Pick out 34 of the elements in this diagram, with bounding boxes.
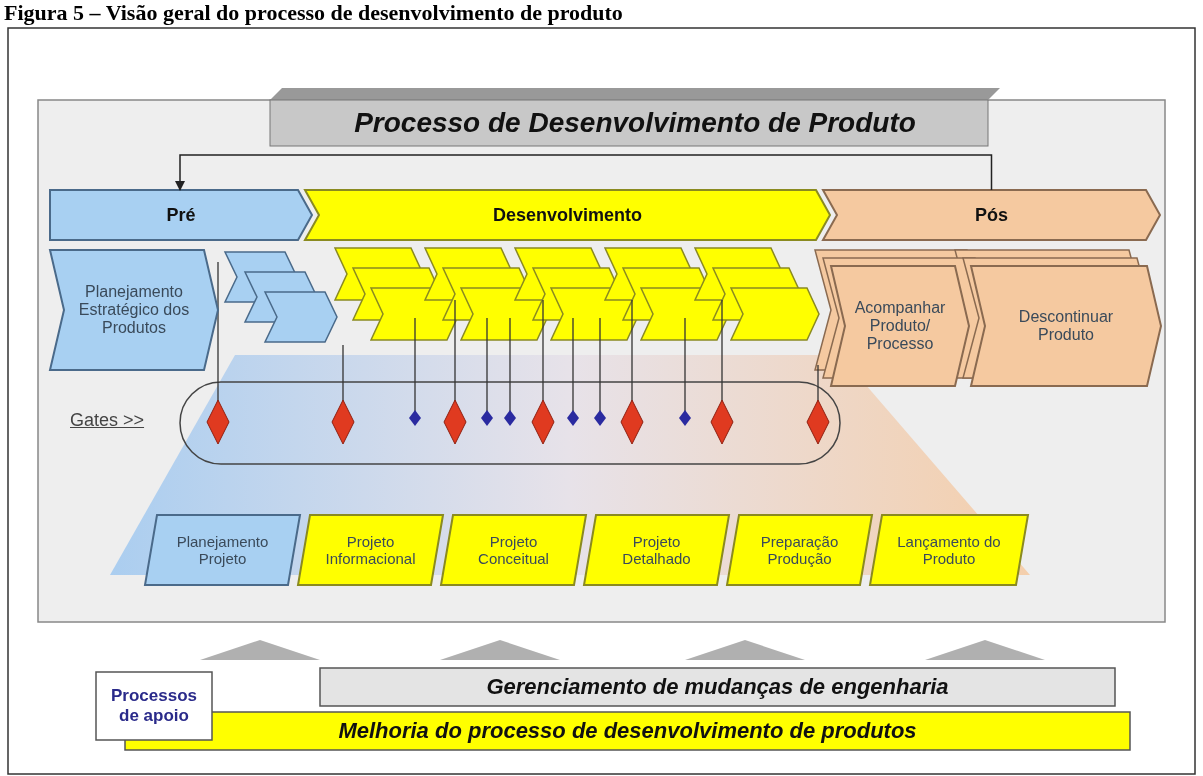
process-bar <box>320 668 1115 706</box>
stage-box <box>305 190 830 240</box>
support-box <box>96 672 212 740</box>
feedback-arrow <box>175 154 993 191</box>
stage-box <box>298 515 443 585</box>
phase-label: Pós <box>974 204 1009 226</box>
stage-box <box>870 515 1028 585</box>
stage-label: Projeto Conceitual <box>477 533 550 567</box>
gates-label: Gates >> <box>70 410 145 431</box>
stage-label: Acompanhar Produto/ Processo <box>853 299 947 353</box>
process-label: Melhoria do processo de desenvolvimento de produtos <box>337 718 918 744</box>
figure-title: Figura 5 – Visão geral do processo de desenvolvimento de produto <box>4 0 623 26</box>
process-label: Gerenciamento de mudanças de engenharia <box>485 674 950 700</box>
diagram-heading: Processo de Desenvolvimento de Produto <box>354 106 916 139</box>
stage-label: Lançamento do Produto <box>896 533 1002 567</box>
stage-label: Descontinuar Produto <box>1017 308 1115 344</box>
stage-box <box>831 266 969 386</box>
stage-box <box>50 250 218 370</box>
stage-box <box>727 515 872 585</box>
stage-box <box>441 515 586 585</box>
phase-label: Desenvolvimento <box>491 204 643 226</box>
title-banner <box>270 88 1000 146</box>
phase-label: Pré <box>165 204 197 226</box>
stage-box <box>145 515 300 585</box>
stage-label: Planejamento Projeto <box>175 533 270 567</box>
support-label: Processos de apoio <box>110 686 198 726</box>
stage-label: Planejamento Estratégico dos Produtos <box>77 283 191 337</box>
stage-label: Projeto Informacional <box>324 533 417 567</box>
stage-box <box>584 515 729 585</box>
phase-band <box>50 190 312 240</box>
stage-label: Preparação Produção <box>759 533 840 567</box>
stage-box <box>971 266 1161 386</box>
stage-label: Projeto Detalhado <box>621 533 692 567</box>
stage-box <box>823 190 1160 240</box>
